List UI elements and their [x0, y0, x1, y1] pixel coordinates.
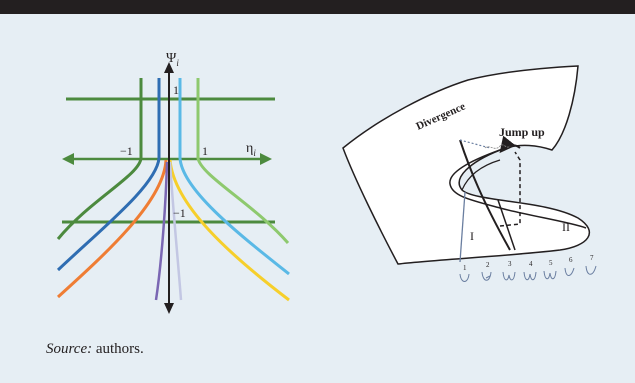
marker-number: 3 — [508, 260, 512, 268]
divergence-dotted — [459, 139, 491, 149]
region-label-two: II — [562, 220, 570, 234]
curve-dark-green — [56, 78, 143, 240]
marker-number: 1 — [463, 264, 467, 272]
psi-axis-label: Ψi — [166, 51, 179, 68]
curve-orange — [56, 159, 168, 299]
marker-number: 5 — [549, 259, 553, 267]
jump-up-arrow — [499, 135, 521, 154]
tick-label-eta-minus-one: −1 — [120, 144, 133, 158]
marker-number: 2 — [486, 261, 490, 269]
marker-shape-4 — [523, 271, 537, 281]
eta-axis-right-arrow — [260, 153, 272, 165]
marker-number: 4 — [529, 260, 533, 268]
curve-yellow — [168, 159, 290, 302]
divider-line-one — [459, 191, 466, 263]
marker-shape-6 — [564, 267, 575, 276]
cusp-fold-top — [461, 159, 501, 191]
marker-number: 7 — [590, 254, 594, 262]
small-markers: 1 2 3 4 5 6 7 — [463, 254, 594, 272]
marker-shape-2 — [481, 271, 492, 281]
tick-label-psi-minus-one: −1 — [173, 206, 186, 220]
jump-up-label: Jump up — [499, 125, 545, 139]
curve-lavender — [168, 161, 183, 301]
psi-axis-bottom-arrow — [164, 303, 174, 314]
curve-blue — [56, 78, 161, 272]
curve-light-green — [196, 78, 290, 244]
marker-number: 6 — [569, 256, 573, 264]
marker-shape-7 — [585, 265, 597, 275]
marker-shapes — [459, 265, 597, 282]
eta-axis-label: ηi — [246, 141, 256, 158]
curve-cyan — [178, 78, 290, 276]
divergence-scribble — [484, 144, 511, 149]
curve-purple — [154, 161, 169, 301]
tick-label-psi-one: 1 — [173, 83, 179, 97]
jump-up-dashed — [499, 151, 521, 227]
fold-edge-line — [459, 139, 511, 251]
header-bar — [0, 0, 635, 14]
cusp-fold — [449, 149, 587, 229]
tick-label-eta-one: 1 — [202, 144, 208, 158]
marker-shape-3 — [502, 271, 516, 281]
source-label: Source: — [46, 341, 93, 357]
source-text: authors. — [92, 341, 144, 357]
source-caption: Source: authors. — [46, 341, 144, 358]
divider-line-two — [497, 199, 516, 251]
psi-axis-top-arrow — [164, 62, 174, 73]
eta-axis-left-arrow — [62, 153, 74, 165]
region-label-one: I — [470, 229, 474, 243]
marker-shape-5 — [543, 270, 557, 280]
marker-shape-1 — [459, 273, 470, 282]
